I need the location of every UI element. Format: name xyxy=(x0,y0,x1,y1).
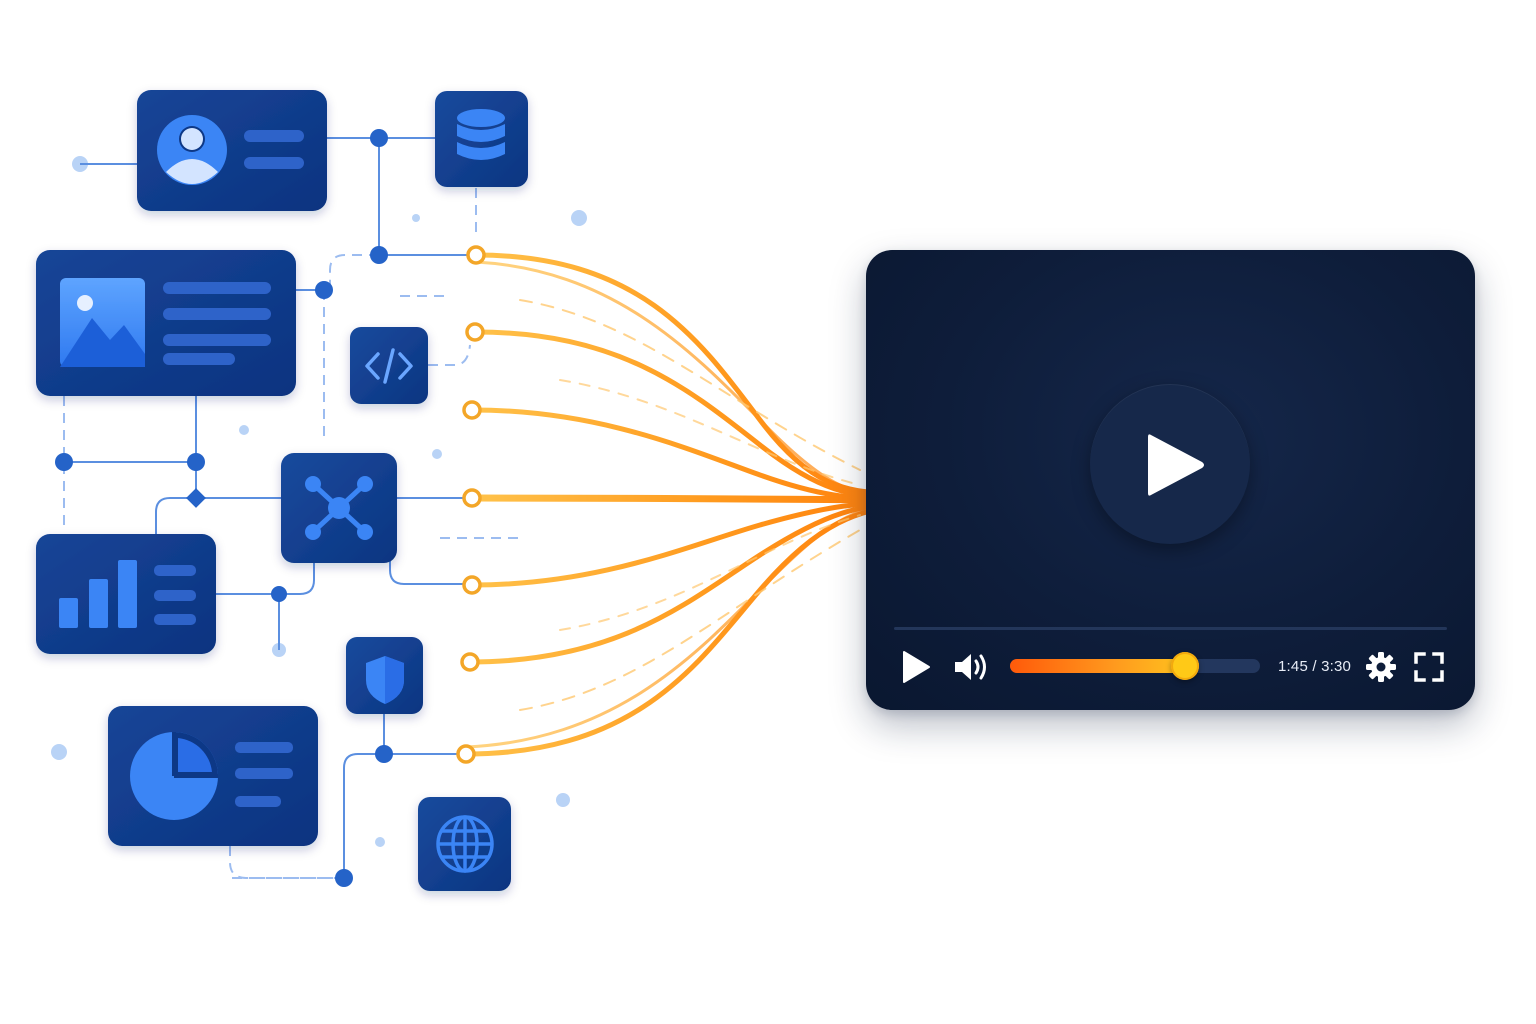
player-divider xyxy=(894,627,1447,630)
play-icon xyxy=(903,651,930,683)
progress-fill xyxy=(1010,659,1185,673)
video-player[interactable]: 1:45 / 3:30 xyxy=(866,250,1475,710)
current-time: 1:45 xyxy=(1278,658,1308,675)
network-tile xyxy=(281,453,397,563)
user-profile-card xyxy=(137,90,327,211)
output-ports xyxy=(456,245,486,764)
progress-knob[interactable] xyxy=(1171,652,1199,680)
bar-chart-icon xyxy=(59,560,137,628)
big-play-button[interactable] xyxy=(1090,384,1250,544)
volume-button[interactable] xyxy=(952,642,992,692)
connector-nodes xyxy=(55,129,393,887)
play-button[interactable] xyxy=(900,642,932,692)
pie-chart-card xyxy=(108,706,318,846)
time-display: 1:45 / 3:30 xyxy=(1278,642,1351,692)
user-profile-icon xyxy=(157,115,227,185)
settings-icon xyxy=(1366,652,1396,682)
play-icon xyxy=(1148,434,1204,496)
globe-tile xyxy=(418,797,511,891)
image-card xyxy=(36,250,296,396)
code-icon xyxy=(365,348,413,384)
volume-icon xyxy=(955,654,986,680)
shield-tile xyxy=(346,637,423,714)
data-flow-streams xyxy=(445,252,935,757)
progress-bar[interactable] xyxy=(1010,652,1260,680)
player-controls: 1:45 / 3:30 xyxy=(894,642,1447,692)
fullscreen-icon xyxy=(1414,652,1444,682)
settings-button[interactable] xyxy=(1364,642,1398,692)
total-time: 3:30 xyxy=(1321,658,1352,675)
image-icon xyxy=(60,278,145,367)
shield-icon xyxy=(366,656,404,704)
bar-chart-card xyxy=(36,534,216,654)
network-icon xyxy=(305,476,373,540)
database-icon xyxy=(457,109,505,160)
database-tile xyxy=(435,91,528,187)
code-tile xyxy=(350,327,428,404)
globe-icon xyxy=(436,815,494,873)
time-separator: / xyxy=(1308,658,1322,675)
fullscreen-button[interactable] xyxy=(1412,642,1446,692)
pie-chart-icon xyxy=(130,732,218,820)
